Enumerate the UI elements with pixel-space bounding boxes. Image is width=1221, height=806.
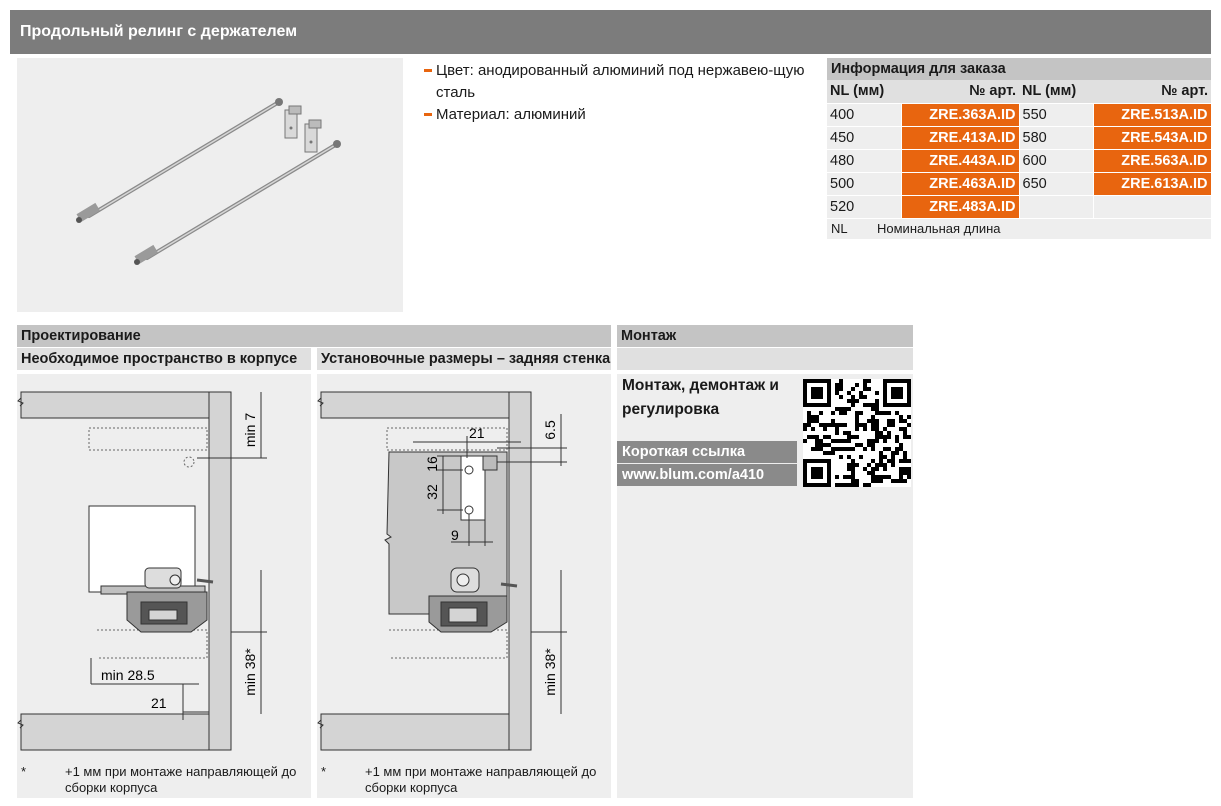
- article-number: ZRE.443A.ID: [900, 149, 1020, 173]
- dim-b: 6.5: [542, 420, 558, 440]
- mount-video-title[interactable]: Монтаж, демонтаж и регулировка: [622, 377, 779, 418]
- dim-a: 21: [469, 425, 485, 441]
- dim-side: min 28.5: [101, 667, 155, 683]
- feature-item: Материал: алюминий: [424, 104, 809, 126]
- article-number: ZRE.613A.ID: [1092, 172, 1212, 196]
- order-note: NL Номинальная длина: [827, 218, 1211, 239]
- note-text: Номинальная длина: [877, 220, 1001, 236]
- nl-value: 500: [827, 172, 901, 196]
- qr-code-icon[interactable]: [803, 379, 911, 487]
- table-row: 500 ZRE.463A.ID 650 ZRE.613A.ID: [827, 172, 1212, 196]
- dim-min7: min 7: [242, 413, 258, 447]
- nl-value: 400: [827, 103, 901, 127]
- article-number: ZRE.413A.ID: [900, 126, 1020, 150]
- dim-d: 32: [424, 484, 440, 500]
- short-link-url[interactable]: www.blum.com/a410: [617, 464, 797, 486]
- table-row: 450 ZRE.413A.ID 580 ZRE.543A.ID: [827, 126, 1212, 150]
- cabinet-space-svg: min 7 min 38* min 28.5 21: [17, 391, 267, 751]
- article-number: ZRE.563A.ID: [1092, 149, 1212, 173]
- dim-bottom: 21: [151, 695, 167, 711]
- nl-value: 580: [1019, 126, 1093, 150]
- design-header: Проектирование: [17, 325, 611, 347]
- mount-subheader: [617, 348, 913, 370]
- left-footnote: * +1 мм при монтаже направляющей до сбор…: [17, 762, 311, 798]
- article-number: ZRE.483A.ID: [900, 195, 1020, 219]
- nl-value: 600: [1019, 149, 1093, 173]
- article-number: ZRE.543A.ID: [1092, 126, 1212, 150]
- order-table: NL (мм) № арт. NL (мм) № арт. 400 ZRE.36…: [827, 80, 1212, 219]
- dim-e: 9: [451, 527, 459, 543]
- mount-panel: Монтаж, демонтаж и регулировка Короткая …: [617, 374, 913, 798]
- footnote-text: +1 мм при монтаже направляющей до сборки…: [365, 764, 597, 795]
- column-header-nl: NL (мм): [1019, 80, 1093, 104]
- feature-list: Цвет: анодированный алюминий под нержаве…: [424, 60, 809, 126]
- table-row: 520 ZRE.483A.ID: [827, 195, 1211, 219]
- mount-header: Монтаж: [617, 325, 913, 347]
- nl-value: 520: [827, 195, 901, 219]
- right-drawing-title: Установочные размеры – задняя стенка: [317, 348, 611, 370]
- dim-c: 16: [424, 456, 440, 472]
- nl-value: 450: [827, 126, 901, 150]
- article-number: ZRE.363A.ID: [900, 103, 1020, 127]
- column-header-art: № арт.: [901, 80, 1019, 104]
- article-number: ZRE.513A.ID: [1092, 103, 1212, 127]
- footnote-star: *: [21, 764, 27, 779]
- dim-height: min 38*: [542, 648, 558, 696]
- order-info-header: Информация для заказа: [827, 58, 1211, 80]
- footnote-text: +1 мм при монтаже направляющей до сборки…: [65, 764, 297, 795]
- qr-code-svg: [803, 379, 911, 487]
- empty-cell: [1092, 195, 1211, 219]
- nl-value: 480: [827, 149, 901, 173]
- nl-value: 650: [1019, 172, 1093, 196]
- product-image: [17, 58, 403, 312]
- article-number: ZRE.463A.ID: [900, 172, 1020, 196]
- note-key: NL: [831, 220, 848, 236]
- column-header-art: № арт.: [1093, 80, 1211, 104]
- cabinet-space-drawing: min 7 min 38* min 28.5 21: [17, 374, 311, 762]
- page-title: Продольный релинг с держателем: [10, 10, 1211, 54]
- order-table-header: NL (мм) № арт. NL (мм) № арт.: [827, 80, 1211, 104]
- short-link-label: Короткая ссылка: [617, 441, 797, 463]
- rail-illustration: [76, 98, 341, 265]
- right-footnote: * +1 мм при монтаже направляющей до сбор…: [317, 762, 611, 798]
- table-row: 400 ZRE.363A.ID 550 ZRE.513A.ID: [827, 103, 1212, 127]
- order-info: Информация для заказа NL (мм) № арт. NL …: [827, 58, 1212, 239]
- feature-item: Цвет: анодированный алюминий под нержаве…: [424, 60, 809, 104]
- back-panel-svg: 21 6.5 16 32 9 min 38*: [317, 391, 567, 751]
- left-drawing-title: Необходимое пространство в корпусе: [17, 348, 311, 370]
- footnote-star: *: [321, 764, 327, 779]
- dim-height: min 38*: [242, 648, 258, 696]
- back-panel-drawing: 21 6.5 16 32 9 min 38*: [317, 374, 611, 762]
- empty-cell: [1018, 195, 1093, 219]
- page-title-text: Продольный релинг с держателем: [20, 23, 298, 40]
- table-row: 480 ZRE.443A.ID 600 ZRE.563A.ID: [827, 149, 1212, 173]
- column-header-nl: NL (мм): [827, 80, 901, 104]
- nl-value: 550: [1019, 103, 1093, 127]
